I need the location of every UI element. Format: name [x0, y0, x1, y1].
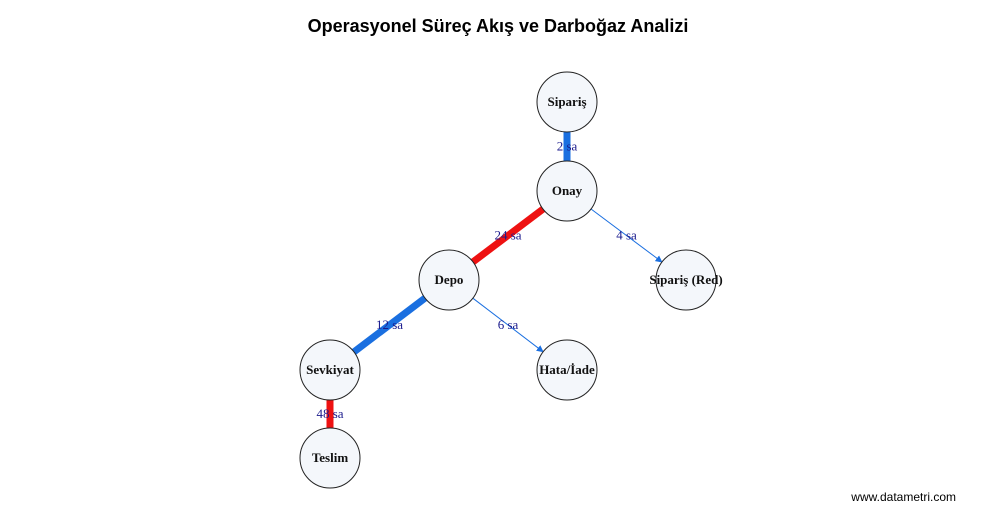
- node-label-teslim: Teslim: [312, 450, 349, 465]
- node-circle-siparis: [536, 71, 598, 133]
- node-teslim: Teslim: [299, 427, 361, 489]
- edge-label-depo-sevkiyat: 12 sa: [376, 317, 403, 332]
- watermark: www.datametri.com: [851, 490, 956, 504]
- node-onay: Onay: [536, 160, 598, 222]
- node-label-onay: Onay: [552, 183, 583, 198]
- edge-label-onay-siparis_red: 4 sa: [616, 228, 637, 243]
- node-label-depo: Depo: [435, 272, 464, 287]
- edge-label-sevkiyat-teslim: 48 sa: [316, 406, 343, 421]
- edge-label-siparis-onay: 2 sa: [557, 139, 578, 154]
- node-depo: Depo: [418, 249, 480, 311]
- chart-title: Operasyonel Süreç Akış ve Darboğaz Anali…: [307, 16, 689, 36]
- node-circle-siparis_red: [655, 249, 717, 311]
- node-circle-onay: [536, 160, 598, 222]
- node-hata: Hata/İade: [536, 339, 598, 401]
- node-label-siparis_red: Sipariş (Red): [649, 272, 722, 287]
- edge-depo-hata: [472, 297, 544, 353]
- node-circle-hata: [536, 339, 598, 401]
- edge-label-depo-hata: 6 sa: [498, 317, 519, 332]
- edge-onay-siparis_red: [590, 208, 663, 263]
- node-label-siparis: Sipariş: [547, 94, 586, 109]
- node-siparis_red: Sipariş (Red): [649, 249, 723, 311]
- edge-depo-sevkiyat: [351, 295, 428, 355]
- edge-onay-depo: [470, 206, 546, 265]
- node-circle-depo: [418, 249, 480, 311]
- node-circle-sevkiyat: [299, 339, 361, 401]
- node-circle-teslim: [299, 427, 361, 489]
- node-label-hata: Hata/İade: [539, 362, 595, 377]
- node-sevkiyat: Sevkiyat: [299, 339, 361, 401]
- node-label-sevkiyat: Sevkiyat: [306, 362, 354, 377]
- node-siparis: Sipariş: [536, 71, 598, 133]
- edge-label-onay-depo: 24 sa: [494, 228, 521, 243]
